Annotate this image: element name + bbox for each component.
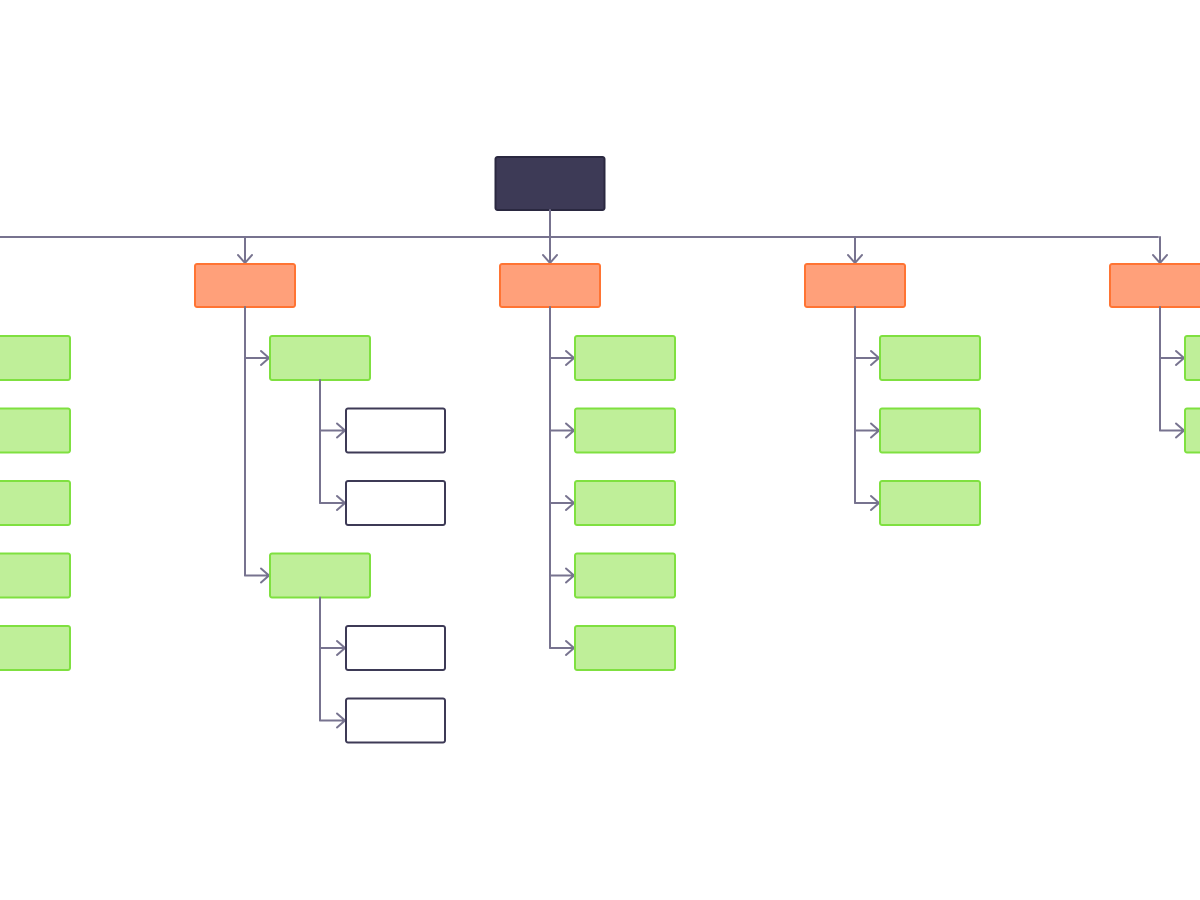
page-node [0,552,71,599]
category-node [499,263,601,308]
page-node [574,480,676,526]
subpage-node [345,625,446,671]
page-node [1184,335,1200,381]
subpage-node [345,697,446,744]
root-node [494,156,606,211]
category-node [194,263,296,308]
page-node [879,407,981,454]
page-node [1184,407,1200,454]
category-node [804,263,906,308]
page-node [574,407,676,454]
category-node [1109,263,1200,308]
page-node [269,335,371,381]
page-node [879,335,981,381]
page-node [0,335,71,381]
page-node [574,552,676,599]
page-node [269,552,371,599]
page-node [0,480,71,526]
page-node [574,625,676,671]
page-node [879,480,981,526]
page-node [0,407,71,454]
page-node [0,625,71,671]
subpage-node [345,480,446,526]
subpage-node [345,407,446,454]
page-node [574,335,676,381]
